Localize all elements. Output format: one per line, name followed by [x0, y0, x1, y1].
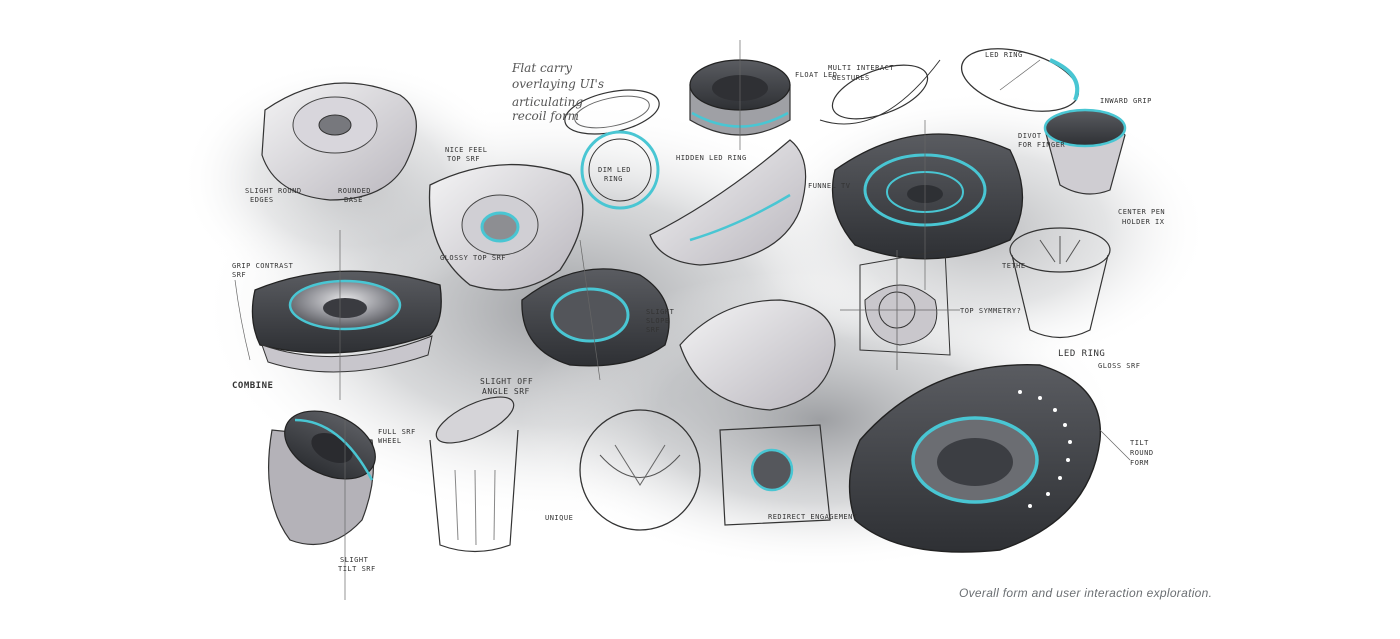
note-led-ring-top: LED RING: [985, 51, 1023, 59]
note-combine: COMBINE: [232, 381, 273, 391]
note-hidden-led: HIDDEN LED RING: [676, 154, 747, 162]
note-center-2: HOLDER IX: [1122, 218, 1165, 226]
note-divot-2: FOR FINGER: [1018, 141, 1065, 149]
sketch-dark-square-left: [251, 270, 442, 373]
figure-caption: Overall form and user interaction explor…: [959, 586, 1213, 600]
sketch-top-symmetry: [840, 249, 960, 370]
sketch-large-tilt-device: [848, 364, 1102, 553]
construction-lines: [234, 40, 1131, 600]
led-dots: [1018, 390, 1072, 508]
note-inward-grip: INWARD GRIP: [1100, 97, 1152, 105]
sketch-ring-outlines: [564, 89, 660, 210]
note-nice-feel-2: TOP SRF: [447, 155, 480, 163]
note-flat-carry-1: Flat carry: [511, 61, 572, 75]
note-tilt-1: TILT: [1130, 439, 1149, 447]
note-divot-1: DIVOT: [1018, 132, 1042, 140]
sketch-hand-device: [679, 299, 836, 526]
note-tethe: TETHE: [1002, 262, 1026, 270]
note-slight-slope-3: SRF: [646, 326, 660, 334]
note-full-srf-1: FULL SRF: [378, 428, 416, 436]
note-flat-carry-3: articulating: [512, 95, 583, 109]
note-dim-led-2: RING: [604, 175, 623, 183]
note-slight-round-1: SLIGHT ROUND: [245, 187, 302, 195]
sketch-gesture-ring: [819, 48, 1080, 125]
note-slight-off-1: SLIGHT OFF: [480, 377, 533, 386]
note-led-ring: LED RING: [1058, 349, 1105, 359]
note-top-symmetry: TOP SYMMETRY?: [960, 307, 1021, 315]
sketch-inward-grip-cup: [1043, 108, 1127, 195]
note-float-led: FLOAT LED: [795, 71, 837, 79]
note-gloss-srf: GLOSS SRF: [1098, 362, 1140, 370]
note-tilt-2: ROUND: [1130, 449, 1154, 457]
note-flat-carry-2: overlaying UI's: [512, 77, 604, 91]
note-rounded-base-2: BASE: [344, 196, 363, 204]
sketch-light-square: [428, 163, 584, 291]
note-unique: UNIQUE: [545, 514, 573, 522]
note-full-srf-2: WHEEL: [378, 437, 402, 445]
note-slight-slope-1: SLIGHT: [646, 308, 675, 316]
handwritten-notes: Flat carry overlaying UI's articulating …: [232, 51, 1165, 573]
sketch-angled-glass: [429, 396, 519, 553]
note-slight-slope-2: SLOPE: [646, 317, 670, 325]
sketch-dark-square-center: [521, 268, 670, 367]
note-slight-round-2: EDGES: [250, 196, 274, 204]
note-grip-contrast-2: SRF: [232, 271, 246, 279]
note-grip-contrast-1: GRIP CONTRAST: [232, 262, 294, 270]
sketch-curved-blade: [649, 139, 807, 266]
note-tilt-3: FORM: [1130, 459, 1149, 467]
note-dim-led-1: DIM LED: [598, 166, 631, 174]
note-redirect: REDIRECT ENGAGEMENT: [768, 513, 858, 521]
sketch-dark-square-right: [831, 133, 1024, 260]
sketch-light-pod: [261, 82, 417, 201]
note-funnel-tv: FUNNEL TV: [808, 182, 851, 190]
note-glossy-top: GLOSSY TOP SRF: [440, 254, 506, 262]
sketch-unique-bowl: [579, 409, 701, 531]
note-flat-carry-4: recoil form: [512, 109, 579, 123]
note-slight-tilt-2: TILT SRF: [338, 565, 376, 573]
sketch-tilt-cylinder-left: [267, 410, 376, 546]
note-nice-feel-1: NICE FEEL: [445, 146, 487, 154]
sketch-wire-cup: [1009, 227, 1111, 339]
note-rounded-base-1: ROUNDED: [338, 187, 371, 195]
note-slight-off-2: ANGLE SRF: [482, 387, 530, 396]
note-center-1: CENTER PEN: [1118, 208, 1165, 216]
note-multi-gestures-2: GESTURES: [832, 74, 870, 82]
note-multi-gestures-1: MULTI INTERACT: [828, 64, 894, 72]
note-slight-tilt-1: SLIGHT: [340, 556, 369, 564]
